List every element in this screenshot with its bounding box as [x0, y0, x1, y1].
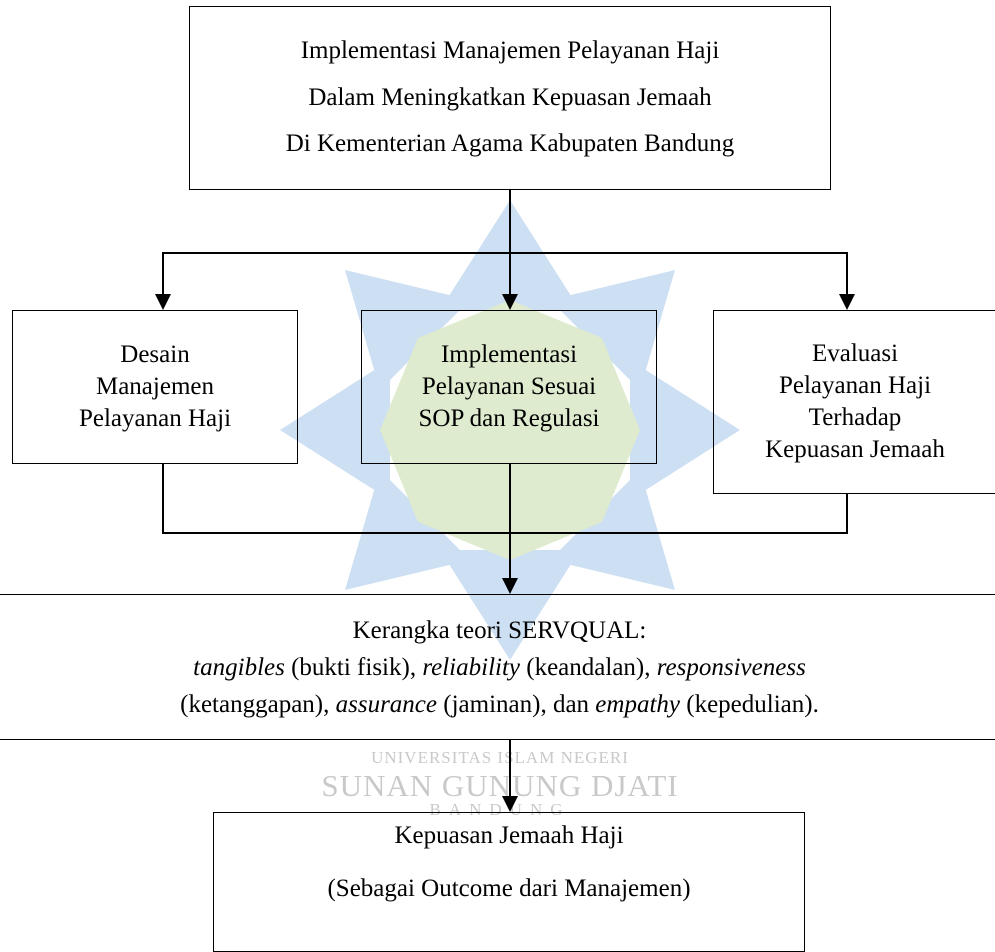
main-topic-box: Implementasi Manajemen Pelayanan Haji Da…: [189, 6, 831, 190]
servqual-term-assurance: assurance: [335, 690, 438, 718]
implementation-line-1: Implementasi: [440, 341, 578, 368]
outcome-box: Kepuasan Jemaah Haji (Sebagai Outcome da…: [213, 812, 805, 952]
evaluation-line-4: Kepuasan Jemaah: [765, 436, 945, 463]
connector-servqual-down: [509, 740, 511, 798]
servqual-desc-responsiveness: (ketanggapan),: [180, 690, 336, 718]
arrow-to-bottom-box: [502, 796, 518, 812]
evaluation-line-3: Terhadap: [808, 404, 902, 431]
outcome-line-1: Kepuasan Jemaah Haji: [394, 822, 624, 849]
connector-left-drop: [162, 252, 164, 296]
main-topic-line-2: Dalam Meningkatkan Kepuasan Jemaah: [308, 83, 712, 111]
arrow-to-servqual-box: [502, 578, 518, 594]
design-line-3: Pelayanan Haji: [78, 405, 232, 432]
watermark-text-city: BANDUNG: [429, 800, 571, 819]
implementation-line-3: SOP dan Regulasi: [418, 405, 600, 432]
servqual-box: Kerangka teori SERVQUAL: tangibles (bukt…: [0, 594, 995, 740]
connector-right-drop: [846, 252, 848, 296]
design-box: Desain Manajemen Pelayanan Haji: [12, 310, 298, 464]
watermark-text-university: UNIVERSITAS ISLAM NEGERI: [371, 748, 629, 767]
arrow-to-left-box: [155, 294, 171, 310]
implementation-line-2: Pelayanan Sesuai: [421, 373, 597, 400]
implementation-box: Implementasi Pelayanan Sesuai SOP dan Re…: [361, 310, 657, 464]
servqual-desc-assurance: (jaminan), dan: [437, 690, 596, 718]
outcome-line-2: (Sebagai Outcome dari Manajemen): [327, 875, 691, 902]
design-line-1: Desain: [120, 341, 190, 368]
evaluation-box: Evaluasi Pelayanan Haji Terhadap Kepuasa…: [713, 310, 995, 494]
servqual-desc-reliability: (keandalan),: [520, 653, 657, 681]
evaluation-line-1: Evaluasi: [811, 340, 899, 367]
connector-top-down: [509, 190, 511, 298]
connector-bottom-horizontal: [162, 532, 848, 534]
servqual-title: Kerangka teori SERVQUAL:: [352, 616, 647, 644]
evaluation-line-2: Pelayanan Haji: [778, 372, 932, 399]
servqual-desc-empathy: (kepedulian).: [680, 690, 819, 718]
watermark-text-name: SUNAN GUNUNG DJATI: [321, 768, 679, 803]
connector-top-horizontal: [162, 252, 848, 254]
main-topic-line-1: Implementasi Manajemen Pelayanan Haji: [300, 37, 720, 65]
arrow-to-mid-box: [502, 294, 518, 310]
design-line-2: Manajemen: [95, 373, 214, 400]
connector-left-up: [162, 464, 164, 534]
servqual-line-3: (ketanggapan), assurance (jaminan), dan …: [180, 686, 819, 723]
arrow-to-right-box: [839, 294, 855, 310]
connector-mid-down: [509, 464, 511, 580]
servqual-term-responsiveness: responsiveness: [656, 653, 806, 681]
main-topic-line-3: Di Kementerian Agama Kabupaten Bandung: [285, 129, 735, 157]
connector-right-up: [846, 494, 848, 534]
servqual-term-empathy: empathy: [595, 690, 680, 718]
servqual-desc-tangibles: (bukti fisik),: [284, 653, 423, 681]
servqual-term-reliability: reliability: [422, 653, 521, 681]
servqual-line-2: tangibles (bukti fisik), reliability (ke…: [193, 649, 806, 686]
servqual-term-tangibles: tangibles: [193, 653, 285, 681]
